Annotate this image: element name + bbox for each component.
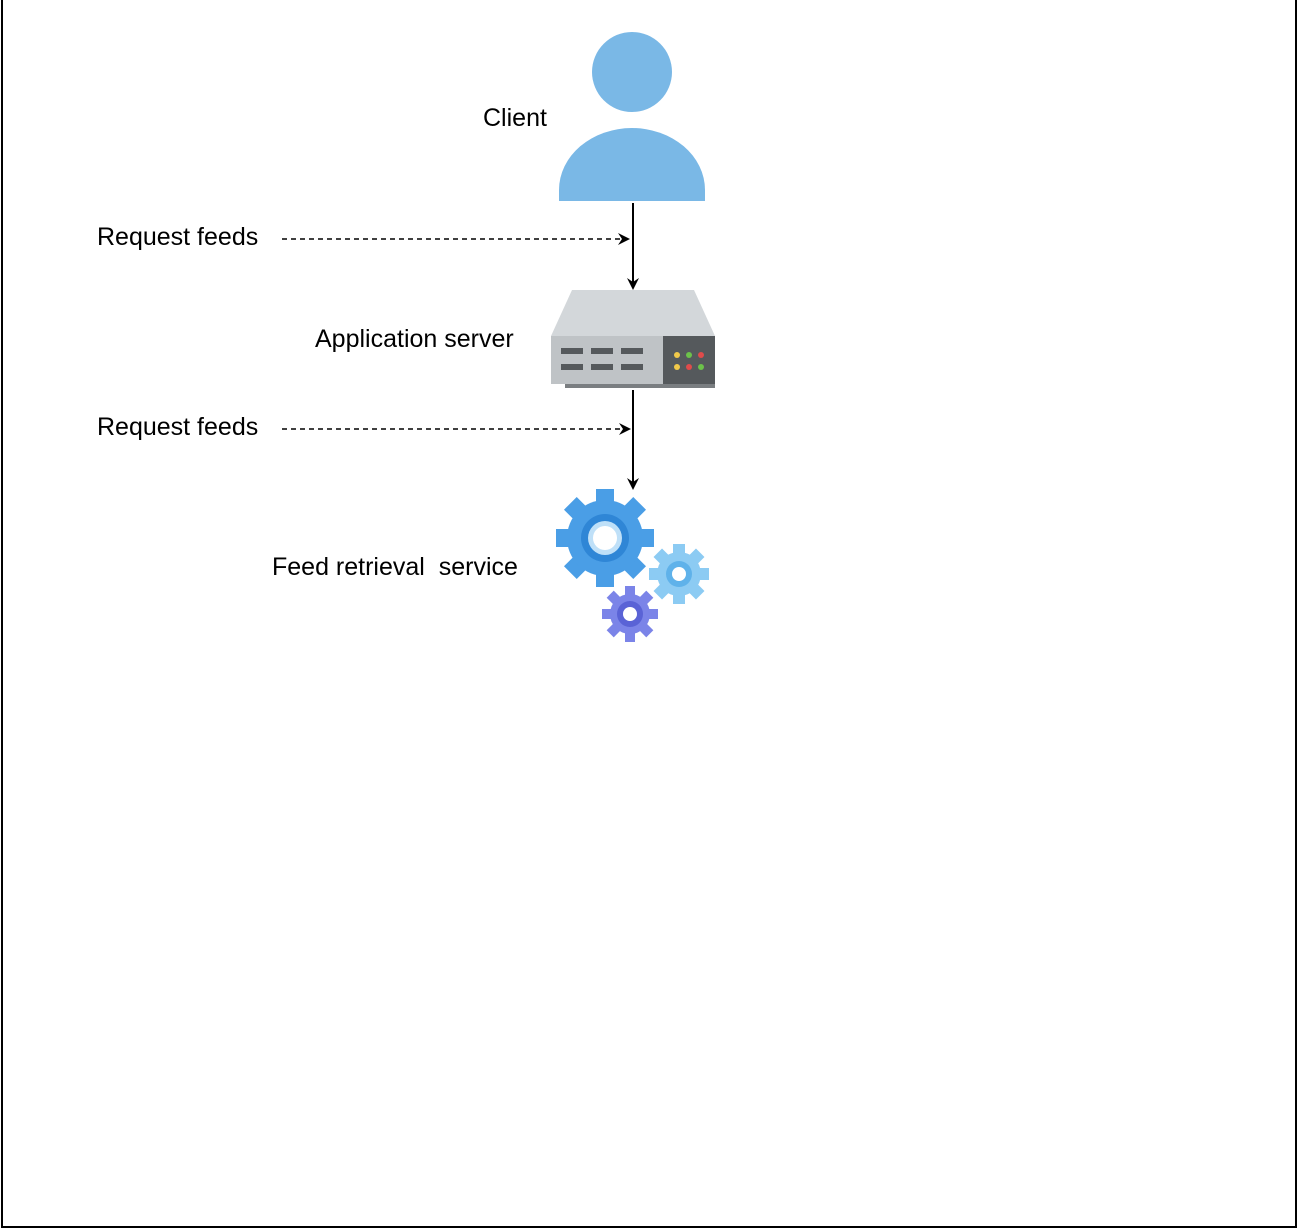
client-label: Client (483, 104, 547, 132)
application-server-label: Application server (315, 325, 514, 353)
server-icon (551, 290, 715, 388)
feed-retrieval-service-label: Feed retrieval service (272, 553, 518, 581)
request-feeds-label-2: Request feeds (97, 413, 259, 441)
user-icon (559, 32, 705, 201)
gears-icon (556, 489, 709, 642)
request-feeds-label-1: Request feeds (97, 223, 259, 251)
